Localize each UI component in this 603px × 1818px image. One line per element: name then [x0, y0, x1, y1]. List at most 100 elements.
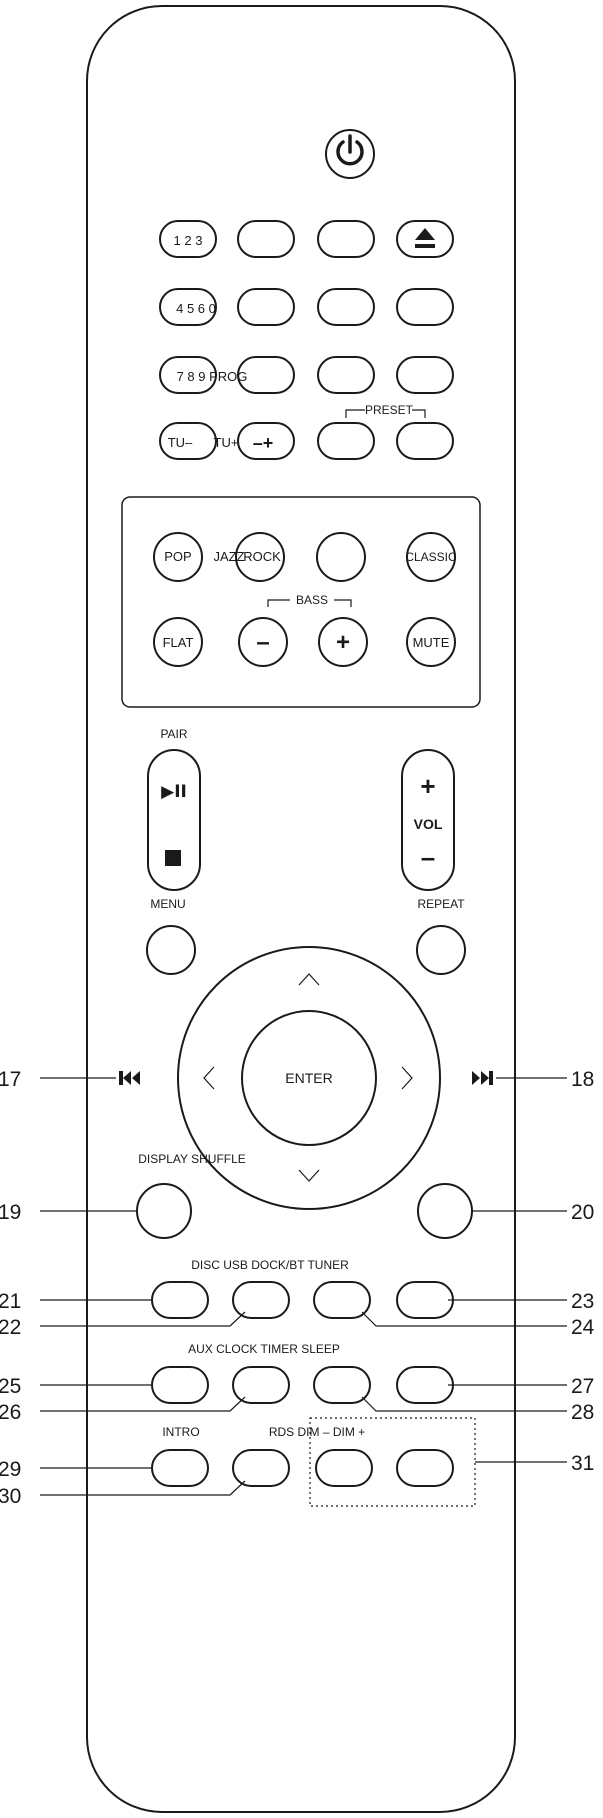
button-0[interactable] [396, 288, 454, 326]
row-2-labels: 4 5 6 0 [176, 301, 216, 316]
tu-minus-label: TU– [168, 435, 193, 450]
left-arrow-icon[interactable] [203, 1066, 215, 1090]
display-shuffle-button[interactable] [136, 1183, 192, 1239]
clock-button[interactable] [232, 1366, 290, 1404]
prev-bar-icon [119, 1071, 123, 1085]
up-arrow-icon[interactable] [298, 973, 320, 986]
tuner-button[interactable] [396, 1281, 454, 1319]
power-button[interactable] [325, 129, 375, 179]
callout-27: 27 [571, 1375, 594, 1398]
intro-button[interactable] [151, 1449, 209, 1487]
callout-23: 23 [571, 1290, 594, 1313]
button-7[interactable] [159, 356, 217, 394]
leader-30 [40, 1480, 246, 1496]
flat-label: FLAT [163, 635, 194, 650]
callout-19: 19 [0, 1201, 21, 1224]
rock-button[interactable] [316, 532, 366, 582]
tu-minus-button[interactable] [159, 422, 217, 460]
flat-button[interactable] [153, 617, 203, 667]
minus-plus-label: –+ [253, 433, 274, 453]
bass-label: BASS [296, 593, 328, 607]
pop-button[interactable] [153, 532, 203, 582]
disc-button[interactable] [151, 1281, 209, 1319]
button-row-1: 1 2 3 [159, 220, 454, 258]
button-8[interactable] [237, 356, 295, 394]
menu-button[interactable] [146, 925, 196, 975]
callout-26: 26 [0, 1401, 21, 1424]
row-1-labels: 1 2 3 [174, 233, 203, 248]
repeat-button[interactable] [416, 925, 466, 975]
enter-button[interactable] [241, 1010, 377, 1146]
leader-24 [361, 1311, 567, 1327]
callout-25: 25 [0, 1375, 21, 1398]
navigation-pad: ENTER [177, 946, 441, 1210]
volume-rocker[interactable]: + VOL – [401, 749, 455, 891]
callout-18: 18 [571, 1068, 594, 1091]
eq-row-2: BASS FLAT – + MUTE [153, 593, 456, 667]
aux-button[interactable] [151, 1366, 209, 1404]
vol-plus-label: + [420, 771, 435, 801]
bass-minus-label: – [256, 629, 269, 656]
preset-plus-button[interactable] [396, 422, 454, 460]
classic-button[interactable] [406, 532, 456, 582]
eject-icon [415, 228, 435, 248]
leader-26 [40, 1396, 246, 1412]
dim-group-outline [309, 1417, 476, 1507]
sleep-button[interactable] [396, 1366, 454, 1404]
button-1[interactable] [159, 220, 217, 258]
source-row-b-label: AUX CLOCK TIMER SLEEP [188, 1342, 340, 1356]
right-arrow-icon[interactable] [401, 1066, 413, 1090]
classic-label: CLASSIC [405, 550, 457, 564]
previous-track-button[interactable] [119, 1071, 140, 1085]
button-5[interactable] [237, 288, 295, 326]
button-2[interactable] [237, 220, 295, 258]
power-icon [336, 140, 364, 166]
preset-minus-button[interactable] [317, 422, 375, 460]
leader-22 [40, 1311, 246, 1327]
next-track-icon [472, 1071, 489, 1085]
bass-bracket [267, 599, 352, 607]
display-shuffle-label: DISPLAY SHUFFLE [138, 1152, 246, 1166]
enter-label: ENTER [285, 1070, 332, 1086]
button-4[interactable] [159, 288, 217, 326]
intro-label: INTRO [162, 1425, 199, 1439]
source-row-a-label: DISC USB DOCK/BT TUNER [191, 1258, 349, 1272]
bass-minus-button[interactable] [238, 617, 288, 667]
button-9[interactable] [317, 356, 375, 394]
prog-button[interactable] [396, 356, 454, 394]
vol-label: VOL [414, 816, 443, 832]
play-pause-icon: ▶II [161, 782, 187, 802]
tu-plus-button[interactable] [237, 422, 295, 460]
callout-22: 22 [0, 1316, 21, 1339]
callout-28: 28 [571, 1401, 594, 1424]
callout-20: 20 [571, 1201, 594, 1224]
usb-button[interactable] [232, 1281, 290, 1319]
stop-icon [165, 850, 181, 866]
callout-29: 29 [0, 1458, 21, 1481]
vol-minus-label: – [421, 842, 435, 872]
dim-plus-button[interactable] [396, 1449, 454, 1487]
bass-plus-button[interactable] [318, 617, 368, 667]
button-row-4: TU– TU+ –+ PRESET [159, 403, 454, 460]
rds-dim-label: RDS DIM – DIM + [269, 1425, 365, 1439]
jazz-button[interactable] [235, 532, 285, 582]
preset-label: PRESET [365, 403, 414, 417]
leader-28 [361, 1396, 567, 1412]
callout-24: 24 [571, 1316, 595, 1339]
rds-button[interactable] [232, 1449, 290, 1487]
play-stop-rocker[interactable]: ▶II [147, 749, 201, 891]
dock-bt-button[interactable] [313, 1281, 371, 1319]
next-track-button[interactable] [472, 1071, 493, 1085]
button-6[interactable] [317, 288, 375, 326]
button-20[interactable] [417, 1183, 473, 1239]
button-row-3: 7 8 9 PROG [159, 356, 454, 394]
row-3-labels: 7 8 9 PROG [177, 369, 248, 384]
mute-button[interactable] [406, 617, 456, 667]
button-3[interactable] [317, 220, 375, 258]
dim-minus-button[interactable] [315, 1449, 373, 1487]
down-arrow-icon[interactable] [298, 1169, 320, 1182]
tu-plus-label: TU+ [214, 435, 239, 450]
timer-button[interactable] [313, 1366, 371, 1404]
eq-panel [121, 496, 481, 708]
